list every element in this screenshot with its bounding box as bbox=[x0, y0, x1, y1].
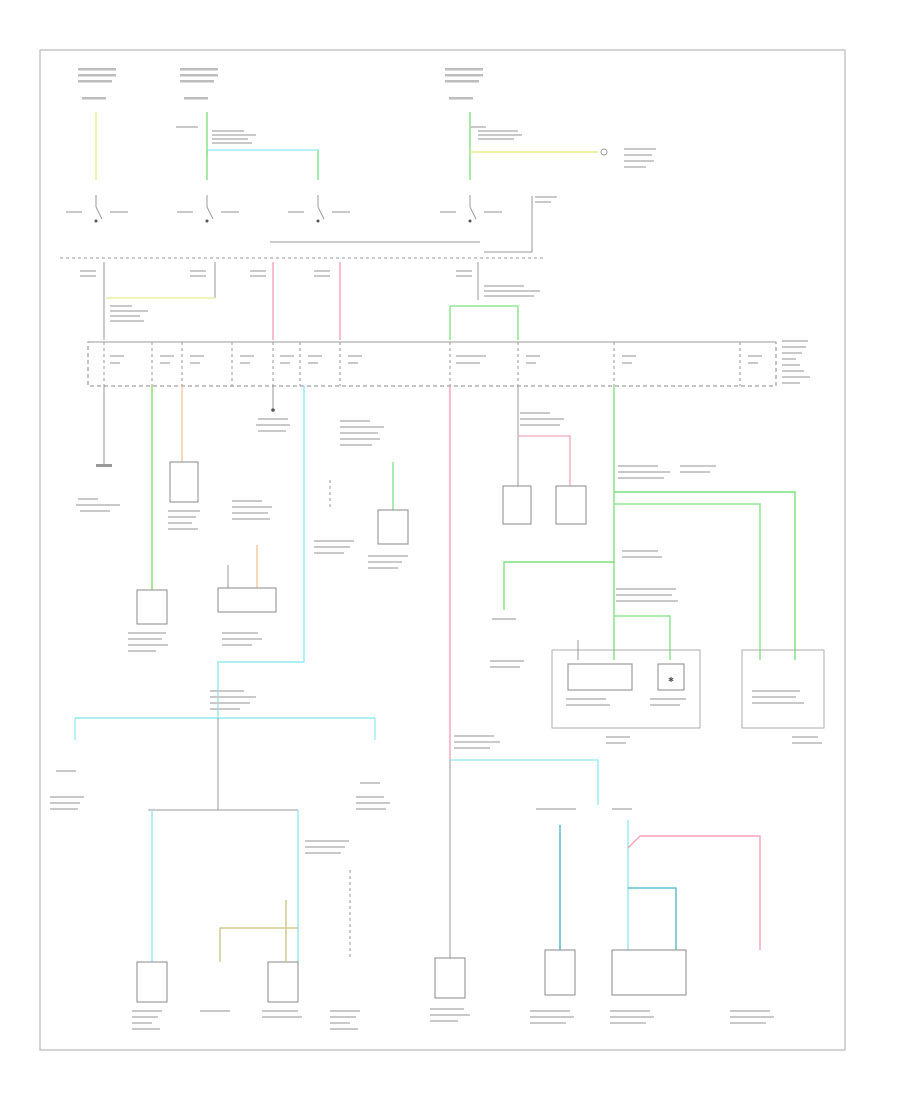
diagram-frame bbox=[39, 49, 846, 1051]
ignition-switch-contacts bbox=[60, 195, 557, 259]
svg-text:✱: ✱ bbox=[668, 676, 674, 684]
right-lower-circuits bbox=[530, 808, 774, 1024]
cyan-distribution-tree bbox=[50, 690, 390, 1030]
center-trunk bbox=[430, 386, 599, 1022]
fuse-junction-panel bbox=[87, 340, 810, 387]
battery-feed-1 bbox=[78, 68, 116, 180]
battery-feed-3 bbox=[445, 68, 656, 180]
fuse-slots bbox=[103, 342, 741, 386]
feed-wires-to-fuse-panel bbox=[80, 262, 540, 340]
left-circuits bbox=[76, 386, 409, 718]
battery-feed-2 bbox=[176, 68, 319, 180]
right-upper-circuits: ✱ bbox=[490, 386, 825, 744]
